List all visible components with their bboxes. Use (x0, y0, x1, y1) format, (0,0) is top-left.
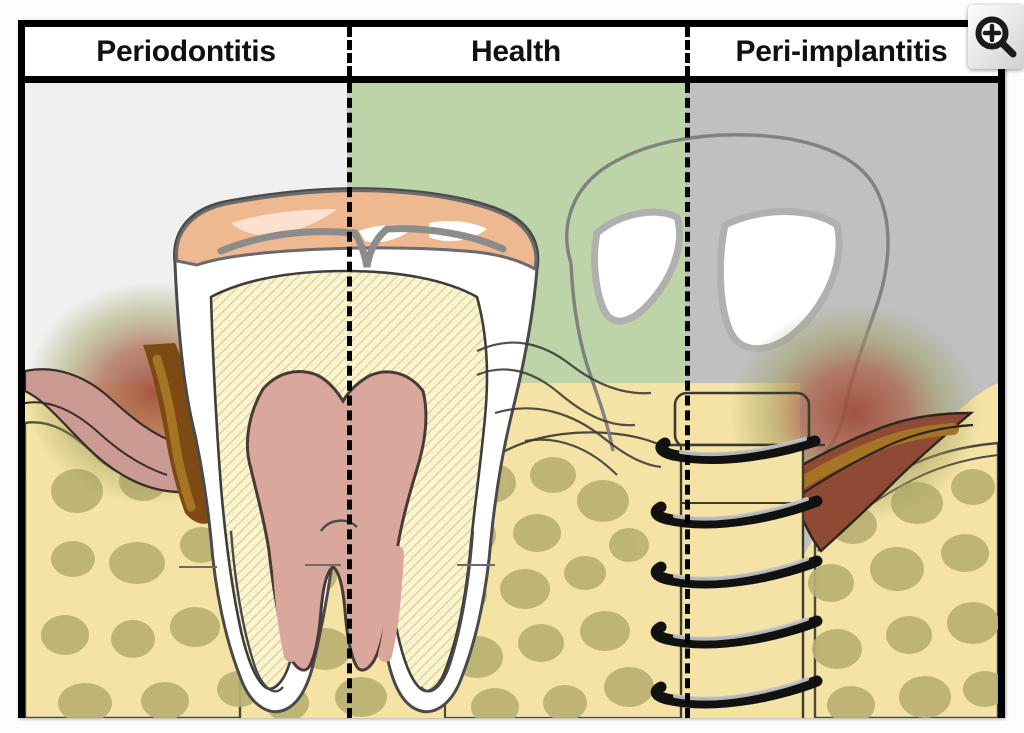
header-label-health: Health (471, 34, 561, 68)
header-cell-periodontitis[interactable]: Periodontitis (25, 27, 347, 76)
root-inner-outline-right (420, 530, 475, 693)
gingiva-left-inner-line (25, 401, 168, 476)
panel-divider-1 (347, 83, 352, 718)
zoom-in-button[interactable] (968, 5, 1024, 69)
header-divider-1 (347, 27, 352, 76)
panel-divider-2 (685, 83, 690, 718)
occlusal-fissure (217, 225, 507, 268)
header-divider-2 (685, 27, 690, 76)
column-header-band: Periodontitis Health Peri-implantitis (25, 27, 998, 83)
anatomical-illustration (25, 133, 998, 718)
header-cell-health[interactable]: Health (347, 27, 685, 76)
implant-thread-highlights (673, 437, 809, 701)
illustration-area (25, 83, 998, 718)
root-canal-right (378, 546, 404, 662)
ghost-gingiva-contour (476, 341, 662, 476)
crown-enamel-highlight-left (231, 209, 337, 236)
header-label-peri-implantitis: Peri-implantitis (735, 34, 948, 68)
diagram-frame: Periodontitis Health Peri-implantitis (18, 20, 1005, 718)
periodontal-pocket-left-highlight (152, 354, 196, 512)
furcation-line (320, 519, 358, 532)
root-canal-left (272, 546, 298, 662)
header-label-periodontitis: Periodontitis (96, 34, 276, 68)
header-cell-peri-implantitis[interactable]: Peri-implantitis (685, 27, 998, 76)
peri-implant-mucosa-edge (790, 423, 974, 502)
magnifier-plus-icon (975, 16, 1017, 58)
peri-implant-mucosa (783, 411, 975, 553)
ghost-cusp-left (591, 208, 683, 325)
root-inner-outline-left (229, 530, 284, 693)
